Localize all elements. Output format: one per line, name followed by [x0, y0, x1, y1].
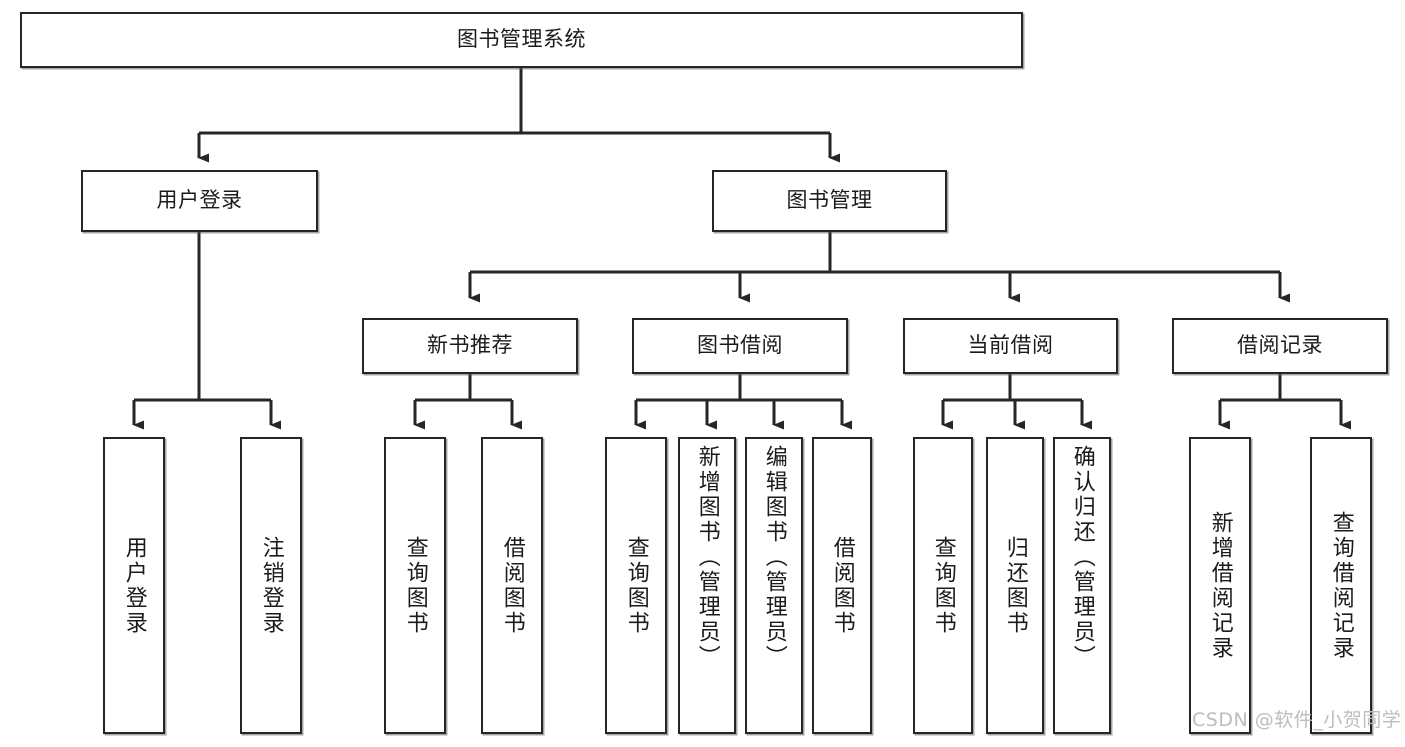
leaf-add-borrow-record[interactable]: 新增借阅记录 [1189, 437, 1251, 734]
leaf-query-book-borrow[interactable]: 查询图书 [605, 437, 667, 734]
leaf-add-book-admin[interactable]: 新增图书（管理员） [678, 437, 736, 734]
node-root-label: 图书管理系统 [457, 27, 586, 52]
leaf-query-borrow-record[interactable]: 查询借阅记录 [1310, 437, 1372, 734]
node-current-borrow-label: 当前借阅 [967, 333, 1054, 358]
node-new-book-recommend-label: 新书推荐 [427, 333, 513, 358]
node-book-borrow-label: 图书借阅 [697, 333, 783, 358]
leaf-return-book[interactable]: 归还图书 [986, 437, 1044, 734]
leaf-user-login[interactable]: 用户登录 [103, 437, 165, 734]
leaf-logout[interactable]: 注销登录 [240, 437, 302, 734]
leaf-query-book-recommend-label: 查询图书 [402, 535, 428, 636]
node-borrow-record-label: 借阅记录 [1237, 333, 1323, 358]
leaf-confirm-return-admin[interactable]: 确认归还（管理员） [1053, 437, 1111, 734]
node-user-login-label: 用户登录 [156, 188, 243, 213]
node-new-book-recommend[interactable]: 新书推荐 [362, 318, 578, 374]
leaf-borrow-book-recommend-label: 借阅图书 [499, 535, 525, 636]
leaf-query-borrow-record-label: 查询借阅记录 [1328, 510, 1354, 661]
watermark: CSDN @软件_小贺同学 [1192, 709, 1402, 731]
node-root[interactable]: 图书管理系统 [20, 12, 1023, 68]
leaf-query-book-current[interactable]: 查询图书 [913, 437, 973, 734]
leaf-return-book-label: 归还图书 [1002, 535, 1028, 636]
node-book-management-label: 图书管理 [786, 188, 873, 213]
leaf-borrow-book-label: 借阅图书 [829, 535, 855, 636]
leaf-confirm-return-admin-label: 确认归还（管理员） [1069, 445, 1095, 670]
leaf-query-book-borrow-label: 查询图书 [623, 535, 649, 636]
node-user-login[interactable]: 用户登录 [81, 170, 318, 232]
node-current-borrow[interactable]: 当前借阅 [903, 318, 1118, 374]
leaf-borrow-book[interactable]: 借阅图书 [812, 437, 872, 734]
leaf-add-book-admin-label: 新增图书（管理员） [694, 445, 720, 670]
leaf-borrow-book-recommend[interactable]: 借阅图书 [481, 437, 543, 734]
leaf-user-login-label: 用户登录 [121, 535, 147, 636]
leaf-query-book-recommend[interactable]: 查询图书 [384, 437, 446, 734]
node-book-borrow[interactable]: 图书借阅 [632, 318, 848, 374]
node-borrow-record[interactable]: 借阅记录 [1172, 318, 1388, 374]
leaf-add-borrow-record-label: 新增借阅记录 [1207, 510, 1233, 661]
leaf-edit-book-admin-label: 编辑图书（管理员） [761, 445, 787, 670]
leaf-logout-label: 注销登录 [258, 535, 284, 636]
node-book-management[interactable]: 图书管理 [712, 170, 947, 232]
leaf-edit-book-admin[interactable]: 编辑图书（管理员） [745, 437, 803, 734]
leaf-query-book-current-label: 查询图书 [930, 535, 956, 636]
